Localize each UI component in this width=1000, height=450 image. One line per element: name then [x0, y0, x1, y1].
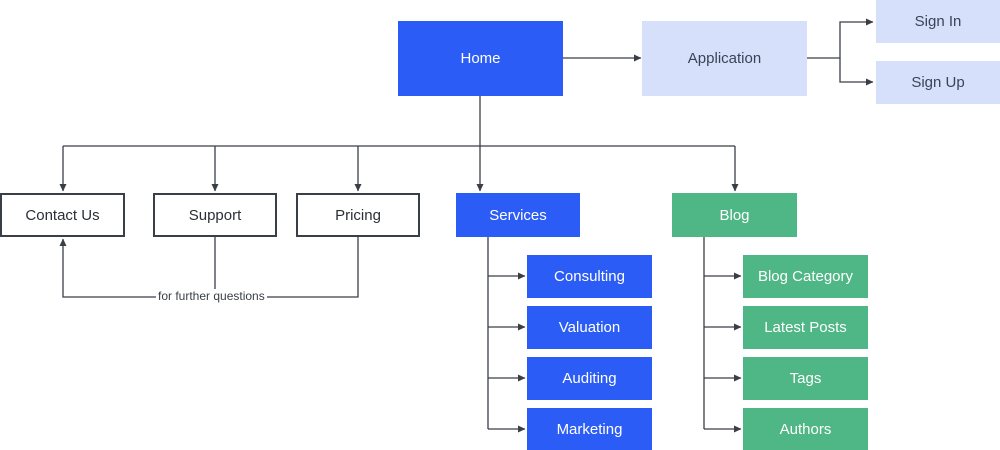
node-tags[interactable]: Tags	[743, 357, 868, 400]
node-sign-up[interactable]: Sign Up	[876, 61, 1000, 104]
node-authors[interactable]: Authors	[743, 408, 868, 450]
node-services[interactable]: Services	[456, 193, 580, 237]
edge-application-sign-up	[839, 58, 874, 86]
node-pricing[interactable]: Pricing	[296, 193, 420, 237]
node-sign-in[interactable]: Sign In	[876, 0, 1000, 43]
edge-feedback-support	[59, 237, 216, 298]
edge-label-further-questions: for further questions	[156, 289, 267, 303]
node-contact-us[interactable]: Contact Us	[0, 193, 125, 237]
edge-application-split	[807, 18, 874, 59]
node-valuation[interactable]: Valuation	[527, 306, 652, 349]
node-consulting[interactable]: Consulting	[527, 255, 652, 298]
node-home[interactable]: Home	[398, 21, 563, 96]
node-support[interactable]: Support	[153, 193, 277, 237]
node-marketing[interactable]: Marketing	[527, 408, 652, 450]
node-latest-posts[interactable]: Latest Posts	[743, 306, 868, 349]
node-blog-category[interactable]: Blog Category	[743, 255, 868, 298]
node-auditing[interactable]: Auditing	[527, 357, 652, 400]
node-blog[interactable]: Blog	[672, 193, 797, 237]
edge-feedback-pricing	[215, 237, 359, 298]
node-application[interactable]: Application	[642, 21, 807, 96]
